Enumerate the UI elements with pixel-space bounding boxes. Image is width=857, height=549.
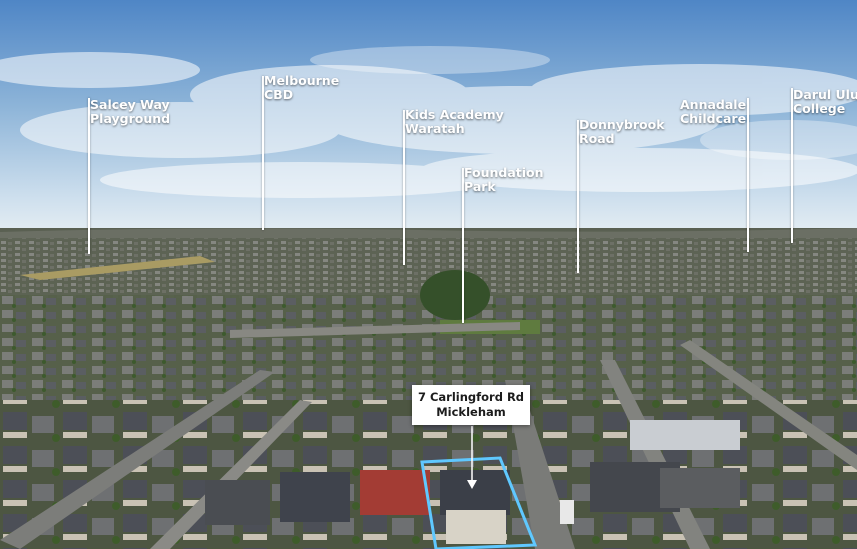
address-street: 7 Carlingford Rd <box>417 390 525 404</box>
poi-line-salcey <box>88 98 90 254</box>
poi-label-kids-academy-waratah: Kids Academy Waratah <box>405 107 504 136</box>
poi-line-annadale <box>747 98 749 252</box>
poi-label-donnybrook-road: Donnybrook Road <box>579 117 665 146</box>
poi-line-foundation <box>462 168 464 323</box>
poi-label-melbourne-cbd: Melbourne CBD <box>264 73 340 102</box>
poi-label-foundation-park: Foundation Park <box>464 165 544 194</box>
poi-label-annadale-childcare: Annadale Childcare <box>680 97 747 126</box>
property-address-label: 7 Carlingford Rd Mickleham <box>412 385 530 425</box>
poi-line-donnybrook <box>577 120 579 273</box>
poi-line-kids <box>403 110 405 265</box>
poi-line-melbourne <box>262 76 264 230</box>
poi-label-darul-ulum-college: Darul Ulum College <box>793 88 857 116</box>
address-suburb: Mickleham <box>436 405 506 419</box>
poi-label-salcey-way-playground: Salcey Way Playground <box>90 97 171 126</box>
poi-line-darul <box>791 88 793 243</box>
